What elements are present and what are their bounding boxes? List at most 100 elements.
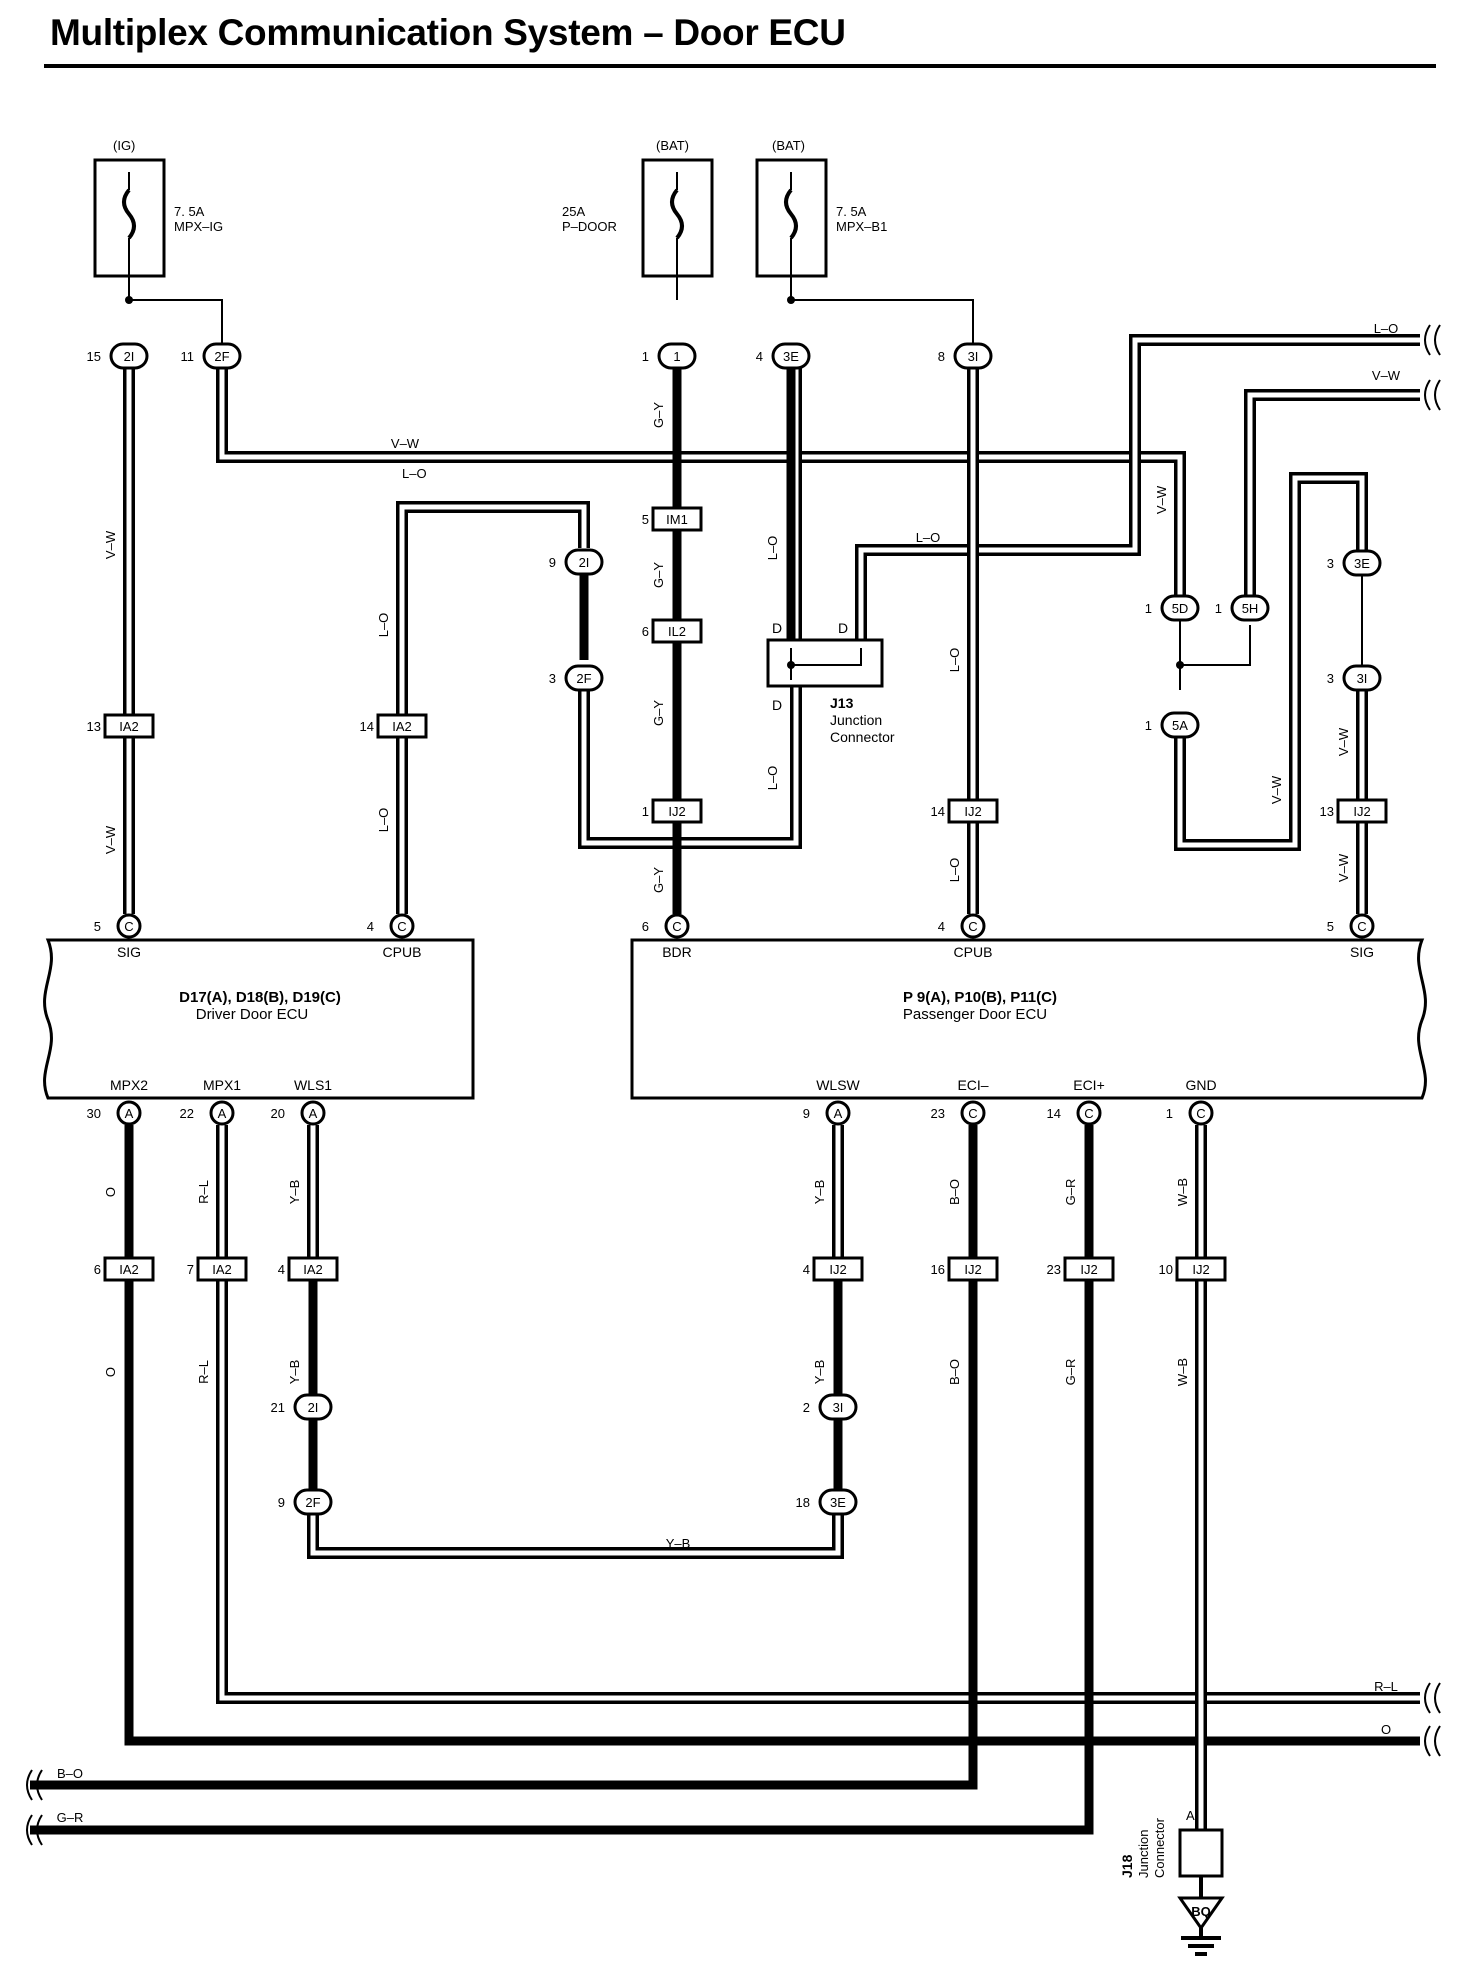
connector-c: C5 <box>94 913 142 939</box>
pin-label: CPUB <box>383 944 422 960</box>
pin-label: BDR <box>662 944 692 960</box>
offpage-breaks <box>26 324 1441 1846</box>
connector-5d: 5D 1 <box>1145 594 1200 622</box>
pin-label: SIG <box>1350 944 1374 960</box>
fuse-icon <box>784 188 798 240</box>
svg-text:C: C <box>968 919 977 934</box>
connector-a: A9 <box>803 1100 851 1126</box>
wire-color-label: R–L <box>196 1360 211 1384</box>
fuse-mpx-ig: (IG) 7. 5A MPX–IG <box>93 138 223 300</box>
pin-number: 20 <box>271 1106 285 1121</box>
splice-dot <box>125 296 133 304</box>
svg-text:2F: 2F <box>305 1495 320 1510</box>
pin-number: 4 <box>367 919 374 934</box>
connector-3i: 3I2 <box>803 1393 858 1421</box>
wire-color-label: L–O <box>947 648 962 673</box>
svg-text:5H: 5H <box>1242 601 1259 616</box>
connector-c: C4 <box>367 913 415 939</box>
passenger-door-ecu: BDR CPUB SIG P 9(A), P10(B), P11(C) Pass… <box>630 938 1427 1100</box>
connector-a: A30 <box>87 1100 142 1126</box>
mpx-ig-branch <box>129 299 223 345</box>
svg-text:C: C <box>1084 1106 1093 1121</box>
fuse-mpx-b1-name: MPX–B1 <box>836 219 887 234</box>
j13-label: Junction <box>830 712 882 728</box>
svg-text:5D: 5D <box>1172 601 1189 616</box>
j13-terminal: D <box>772 620 782 636</box>
wire-color-label: Y–B <box>287 1180 302 1205</box>
connector-3e: 3E 3 <box>1327 549 1382 577</box>
fuse-p-door-supply: (BAT) <box>656 138 689 153</box>
svg-text:IL2: IL2 <box>668 624 686 639</box>
pin-number: 5 <box>94 919 101 934</box>
svg-text:A: A <box>834 1106 843 1121</box>
j13-label: Connector <box>830 729 895 745</box>
wire-color-label: Y–B <box>812 1180 827 1205</box>
pin-number: 14 <box>360 719 374 734</box>
svg-text:IA2: IA2 <box>303 1262 323 1277</box>
svg-text:2F: 2F <box>214 349 229 364</box>
page-title: Multiplex Communication System – Door EC… <box>50 12 846 53</box>
pin-number: 3 <box>1327 556 1334 571</box>
ecu-code: D17(A), D18(B), D19(C) <box>179 989 341 1006</box>
connector-2i: 2I9 <box>549 548 604 576</box>
connector-c: C6 <box>642 913 690 939</box>
pin-number: 13 <box>1320 804 1334 819</box>
wires <box>30 334 1420 1835</box>
wire-color-label: L–O <box>916 530 941 545</box>
pin-number: 4 <box>938 919 945 934</box>
pin-number: 1 <box>1145 601 1152 616</box>
pin-number: 8 <box>938 349 945 364</box>
wire-color-label: Y–B <box>287 1360 302 1385</box>
fuse-mpx-ig-supply: (IG) <box>113 138 135 153</box>
fuse-mpx-b1: (BAT) 7. 5A MPX–B1 <box>755 138 887 300</box>
pin-number: 1 <box>642 804 649 819</box>
svg-text:IJ2: IJ2 <box>1353 804 1370 819</box>
svg-text:3E: 3E <box>783 349 799 364</box>
pin-number: 13 <box>87 719 101 734</box>
j18-label: Connector <box>1152 1817 1167 1878</box>
pin-number: 9 <box>803 1106 810 1121</box>
wire-color-label: O <box>103 1187 118 1197</box>
wire-color-label: V–W <box>1154 485 1169 514</box>
wire-color-label: O <box>103 1367 118 1377</box>
wire-color-label: W–B <box>1175 1358 1190 1386</box>
connector-c: C5 <box>1327 913 1375 939</box>
fuse-icon <box>122 188 136 240</box>
splice-dot <box>787 296 795 304</box>
fuse-p-door: (BAT) 25A P–DOOR <box>562 138 714 300</box>
svg-text:C: C <box>672 919 681 934</box>
connector-3e: 3E4 <box>756 342 811 370</box>
wire-color-label: L–O <box>402 466 427 481</box>
svg-text:C: C <box>1357 919 1366 934</box>
offpage-wire-label: V–W <box>1372 368 1401 383</box>
pin-number: 4 <box>278 1262 285 1277</box>
svg-text:A: A <box>218 1106 227 1121</box>
pin-number: 6 <box>94 1262 101 1277</box>
pin-number: 3 <box>1327 671 1334 686</box>
pin-number: 2 <box>803 1400 810 1415</box>
wire-color-label: V–W <box>103 530 118 559</box>
wire-color-label: G–R <box>1063 1359 1078 1386</box>
ground-label: BQ <box>1191 1904 1211 1919</box>
pin-number: 22 <box>180 1106 194 1121</box>
fuse-mpx-b1-supply: (BAT) <box>772 138 805 153</box>
pin-number: 5 <box>642 512 649 527</box>
wire-color-label: G–Y <box>651 867 666 893</box>
connector-ij2: IJ2 13 <box>1320 798 1388 824</box>
wire-color-label: L–O <box>765 766 780 791</box>
svg-text:3E: 3E <box>1354 556 1370 571</box>
j18-terminal: A <box>1186 1808 1195 1823</box>
pin-number: 1 <box>1166 1106 1173 1121</box>
ecu-name: Driver Door ECU <box>196 1006 309 1023</box>
connector-1: 11 <box>642 342 697 370</box>
j18-label: Junction <box>1136 1830 1151 1878</box>
